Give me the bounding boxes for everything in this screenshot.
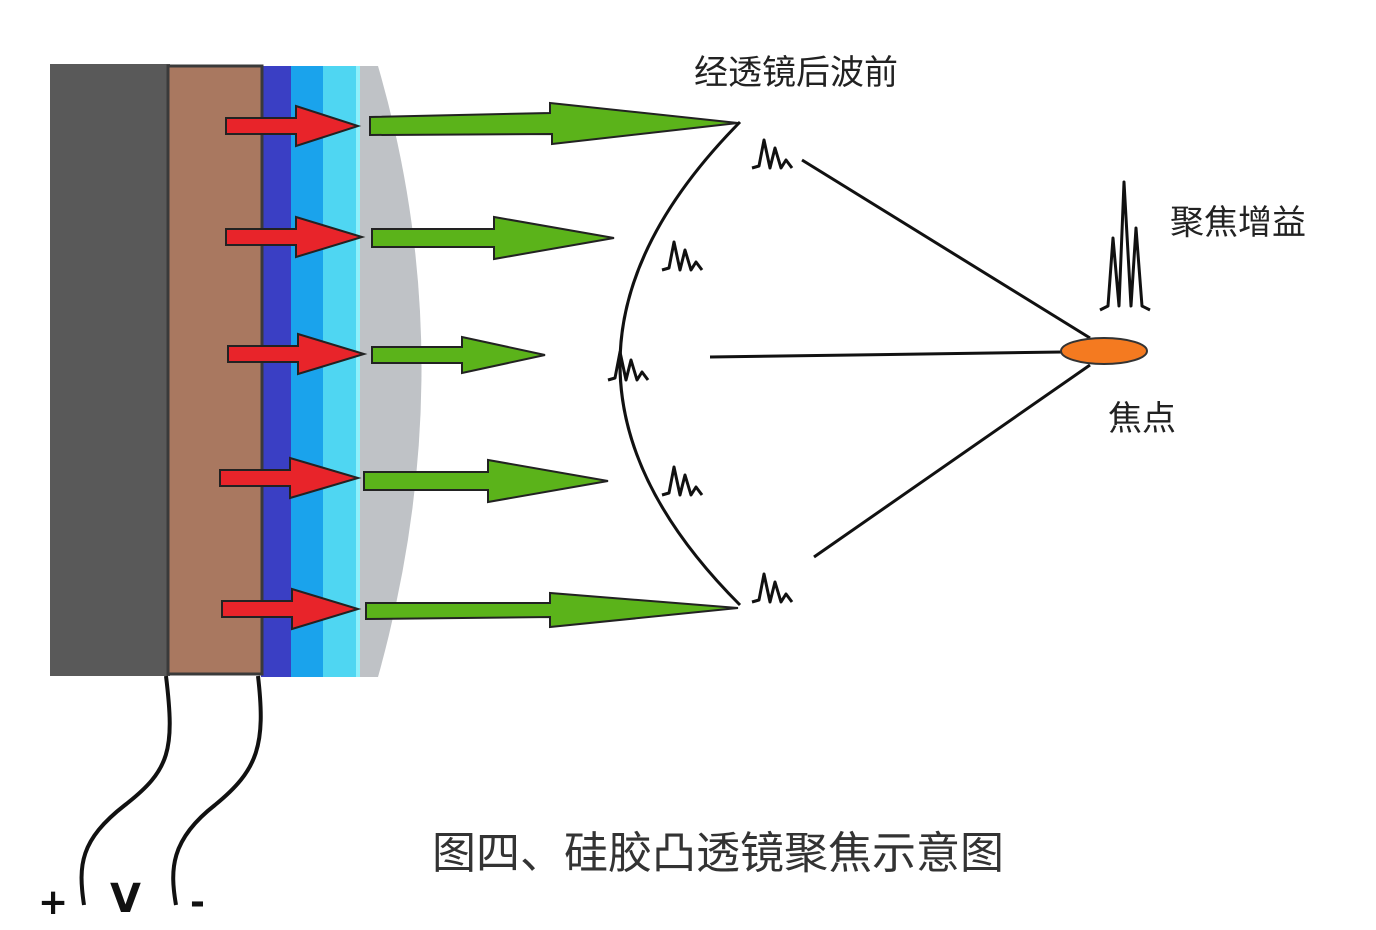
pulse-icon (660, 240, 704, 272)
plus-terminal-label: + (38, 882, 68, 923)
convergence-lines (709, 158, 1091, 559)
voltage-label: V (110, 876, 141, 922)
green-arrow (371, 335, 546, 375)
minus-terminal-label: - (190, 882, 205, 923)
convergence-line (709, 350, 1063, 359)
pulse-icon (750, 138, 794, 170)
green-arrow (369, 101, 739, 146)
focal-spot (1060, 337, 1148, 365)
matching-layer-cyan (356, 66, 360, 677)
wavefront-curve (618, 120, 742, 607)
convergence-line (813, 363, 1091, 559)
wavefront-label: 经透镜后波前 (694, 53, 898, 93)
wave-pulses (606, 138, 794, 604)
figure-caption: 图四、硅胶凸透镜聚焦示意图 (432, 828, 1004, 879)
focus-gain-label: 聚焦增益 (1170, 203, 1306, 243)
focus-gain-pulse-icon (1099, 180, 1151, 312)
red-arrow (225, 215, 366, 259)
matching-layer-light-blue (323, 66, 356, 677)
pulse-icon (606, 350, 650, 382)
convergence-line (801, 158, 1091, 340)
wire-negative (171, 675, 263, 906)
wire-positive (79, 675, 172, 906)
red-arrow (227, 332, 368, 376)
red-arrow (225, 104, 362, 148)
green-arrow (365, 591, 739, 629)
piezo-layer (166, 64, 264, 676)
excitation-arrows (219, 104, 368, 631)
acoustic-wave-arrows (363, 101, 739, 629)
red-arrow (221, 587, 362, 631)
red-arrow (219, 456, 362, 500)
focal-point-label: 焦点 (1108, 399, 1176, 439)
pulse-icon (660, 465, 704, 497)
pulse-icon (750, 572, 794, 604)
green-arrow (371, 215, 615, 261)
matching-layer-dark-blue (261, 66, 291, 677)
electrode-wires (79, 675, 263, 906)
transducer-stack (50, 64, 422, 677)
silicone-lens (356, 66, 422, 677)
green-arrow (363, 458, 609, 504)
backing-layer (50, 64, 170, 676)
